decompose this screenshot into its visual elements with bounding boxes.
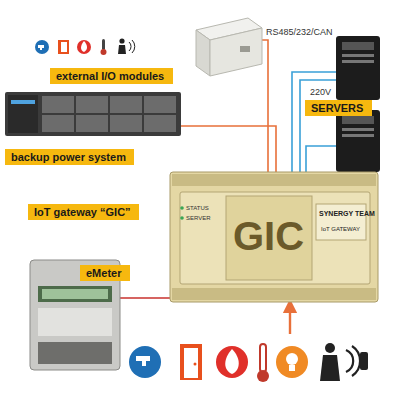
- logo-text: GIC: [233, 214, 304, 258]
- sensor-arrow: [289, 306, 291, 334]
- top-icons-part: [101, 49, 107, 55]
- bus-label: RS485/232/CAN: [266, 28, 333, 38]
- gateway-illustration-part: [316, 204, 366, 240]
- backup-power-illustration-part: [42, 96, 74, 113]
- backup-power-illustration-part: [144, 115, 176, 132]
- sensor-icons-part: [360, 352, 368, 370]
- voltage-label: 220V: [310, 88, 331, 98]
- backup-power-illustration-part: [5, 92, 181, 136]
- sensor-icons-part: [260, 344, 266, 372]
- top-icons-part: [118, 45, 126, 54]
- sensor-icons-part: [194, 363, 197, 366]
- top-icons-part: [58, 40, 69, 54]
- gateway-illustration-part: [172, 174, 376, 186]
- led-label: SERVER: [186, 215, 211, 222]
- top-icons-part: [77, 40, 91, 54]
- top-icons: [35, 38, 135, 55]
- top-icons-part: [61, 42, 67, 52]
- io-module-illustration-part: [196, 30, 210, 76]
- gateway-illustration-part: [180, 216, 184, 220]
- server-illustration-part: [342, 54, 374, 57]
- server-illustration-part: [342, 134, 374, 137]
- blue-wire-part: [292, 72, 336, 176]
- backup-power-illustration-part: [8, 95, 38, 133]
- sensor-icons-part: [320, 355, 340, 381]
- band-text: external I/O modules: [56, 70, 164, 82]
- server-illustration-part: [342, 116, 374, 124]
- sensor-icons-part: [180, 344, 202, 380]
- brand-text: SYNERGY TEAM: [319, 210, 375, 218]
- band-text: IoT gateway “GIC”: [34, 206, 131, 218]
- sensor-icons-part: [136, 356, 150, 366]
- sensor-icons-part: [276, 346, 308, 378]
- gateway-illustration-part: [226, 196, 312, 280]
- gateway-illustration: [170, 172, 378, 302]
- gateway-illustration-part: [180, 192, 370, 284]
- sensor-icons-part: [346, 346, 360, 376]
- emeter-illustration-part: [38, 308, 112, 336]
- backup-power-illustration-part: [144, 96, 176, 113]
- server-illustration-part: [342, 42, 374, 50]
- sensor-icons: [129, 343, 368, 382]
- gateway-illustration-part: [172, 288, 376, 300]
- top-icons-part: [38, 45, 44, 50]
- label-band: SERVERS: [305, 100, 372, 116]
- io-module-illustration: [196, 18, 262, 76]
- label-band: backup power system: [5, 149, 134, 165]
- label-band: eMeter: [80, 265, 130, 281]
- backup-power-illustration: [5, 92, 181, 136]
- top-icons-part: [129, 40, 135, 53]
- sensor-icons-part: [289, 365, 295, 371]
- blue-wire-part: [300, 80, 336, 176]
- led-label: STATUS: [186, 205, 209, 212]
- io-module-illustration-part: [240, 46, 250, 52]
- backup-power-illustration-part: [76, 96, 108, 113]
- meter-wire: [118, 297, 172, 298]
- top-icons-part: [102, 39, 105, 50]
- sensor-icons-part: [129, 346, 161, 378]
- label-band: external I/O modules: [50, 68, 173, 84]
- sensor-icons-part: [257, 370, 269, 382]
- backup-power-illustration-part: [110, 115, 142, 132]
- sensor-icons-part: [325, 343, 335, 353]
- server-illustration-part: [342, 60, 374, 63]
- orange-wire-part: [180, 126, 276, 176]
- server-illustration-part: [336, 110, 380, 172]
- device-name: IoT GATEWAY: [321, 226, 360, 233]
- sensor-icons-part: [184, 348, 198, 378]
- backup-power-illustration-part: [76, 115, 108, 132]
- sensor-icons-part: [225, 349, 239, 374]
- band-text: eMeter: [86, 267, 121, 279]
- band-text: backup power system: [11, 151, 126, 163]
- gateway-illustration-part: [170, 172, 378, 302]
- label-band: IoT gateway “GIC”: [28, 204, 139, 220]
- backup-power-illustration-part: [110, 96, 142, 113]
- top-icons-part: [119, 38, 124, 43]
- top-icons-part: [81, 41, 87, 52]
- sensor-icons-part: [286, 353, 298, 365]
- top-icons-part: [35, 40, 49, 54]
- band-text: SERVERS: [311, 102, 363, 114]
- blue-wire: [292, 72, 336, 176]
- orange-wire-part: [262, 40, 268, 176]
- backup-power-illustration-part: [42, 115, 74, 132]
- gateway-illustration-part: [180, 206, 184, 210]
- server-illustration-part: [342, 128, 374, 131]
- sensor-icons-part: [216, 346, 248, 378]
- io-module-illustration-part: [210, 28, 262, 76]
- server-illustration-part: [336, 36, 380, 100]
- emeter-illustration-part: [38, 342, 112, 364]
- emeter-illustration-part: [38, 286, 112, 302]
- emeter-illustration-part: [42, 289, 108, 299]
- backup-power-illustration-part: [11, 100, 35, 104]
